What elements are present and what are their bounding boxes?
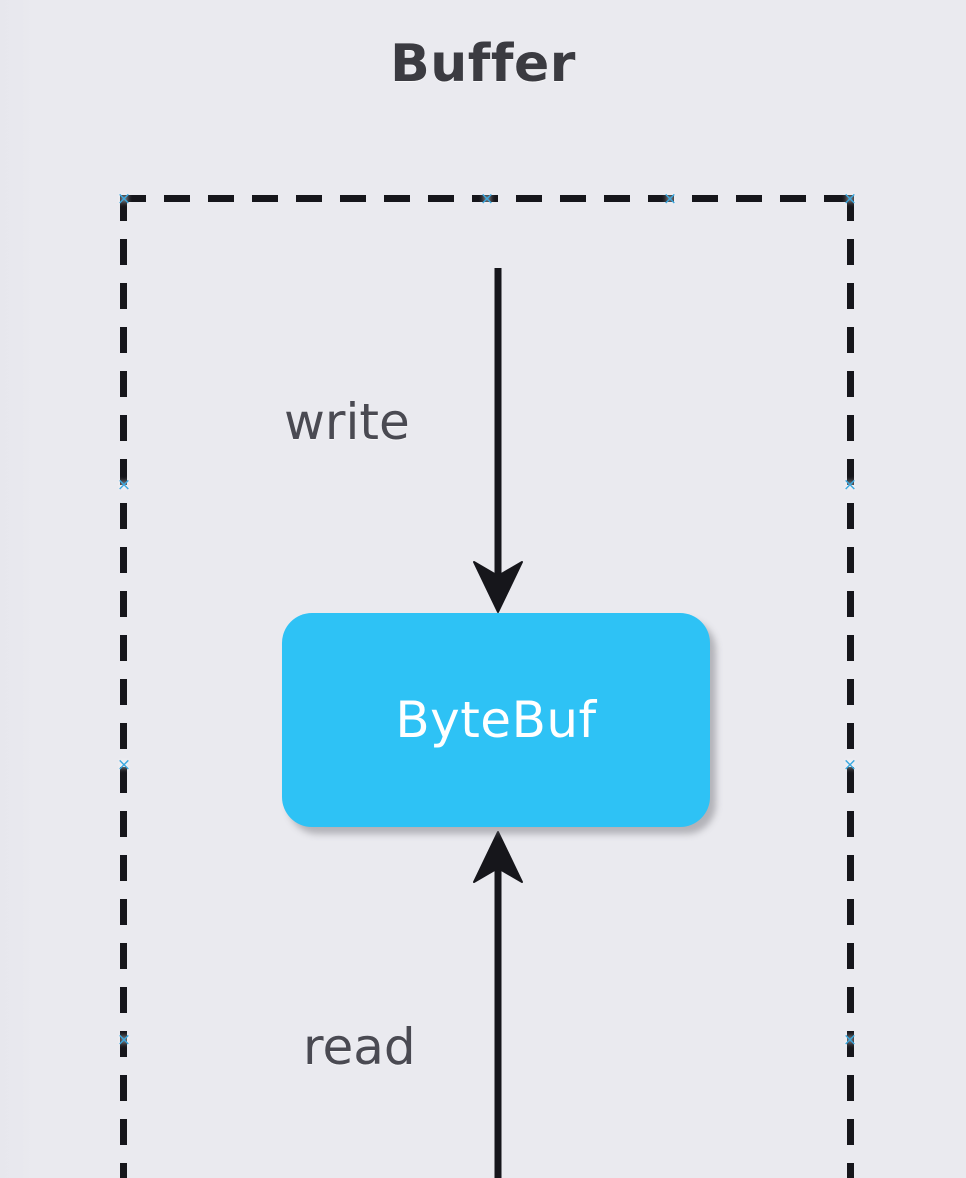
resize-handle-top-right[interactable]: × — [842, 189, 858, 209]
write-flow-label: write — [284, 393, 410, 451]
resize-handle-right-lower[interactable]: × — [842, 1030, 858, 1050]
read-arrow-head — [473, 831, 523, 883]
read-arrow — [473, 831, 523, 1178]
boundary-edge-left — [120, 195, 127, 1178]
boundary-edge-right — [847, 195, 854, 1178]
page-edge-strip — [0, 0, 34, 1178]
bytebuf-node[interactable]: ByteBuf — [282, 613, 710, 827]
bytebuf-node-label: ByteBuf — [395, 691, 597, 749]
page-title: Buffer — [390, 34, 576, 94]
buffer-boundary[interactable]: × × × × × × × × × × — [117, 190, 857, 1178]
resize-handle-left-middle[interactable]: × — [116, 755, 132, 775]
boundary-edge-top — [120, 195, 854, 202]
write-arrow — [473, 268, 523, 613]
resize-handle-top-left[interactable]: × — [116, 189, 132, 209]
write-arrow-head — [473, 561, 523, 613]
resize-handle-right-upper[interactable]: × — [842, 475, 858, 495]
read-flow-label: read — [303, 1018, 416, 1076]
resize-handle-right-middle[interactable]: × — [842, 755, 858, 775]
resize-handle-left-upper[interactable]: × — [116, 475, 132, 495]
resize-handle-top-right-mid[interactable]: × — [662, 189, 678, 209]
resize-handle-left-lower[interactable]: × — [116, 1030, 132, 1050]
resize-handle-top-center[interactable]: × — [479, 189, 495, 209]
